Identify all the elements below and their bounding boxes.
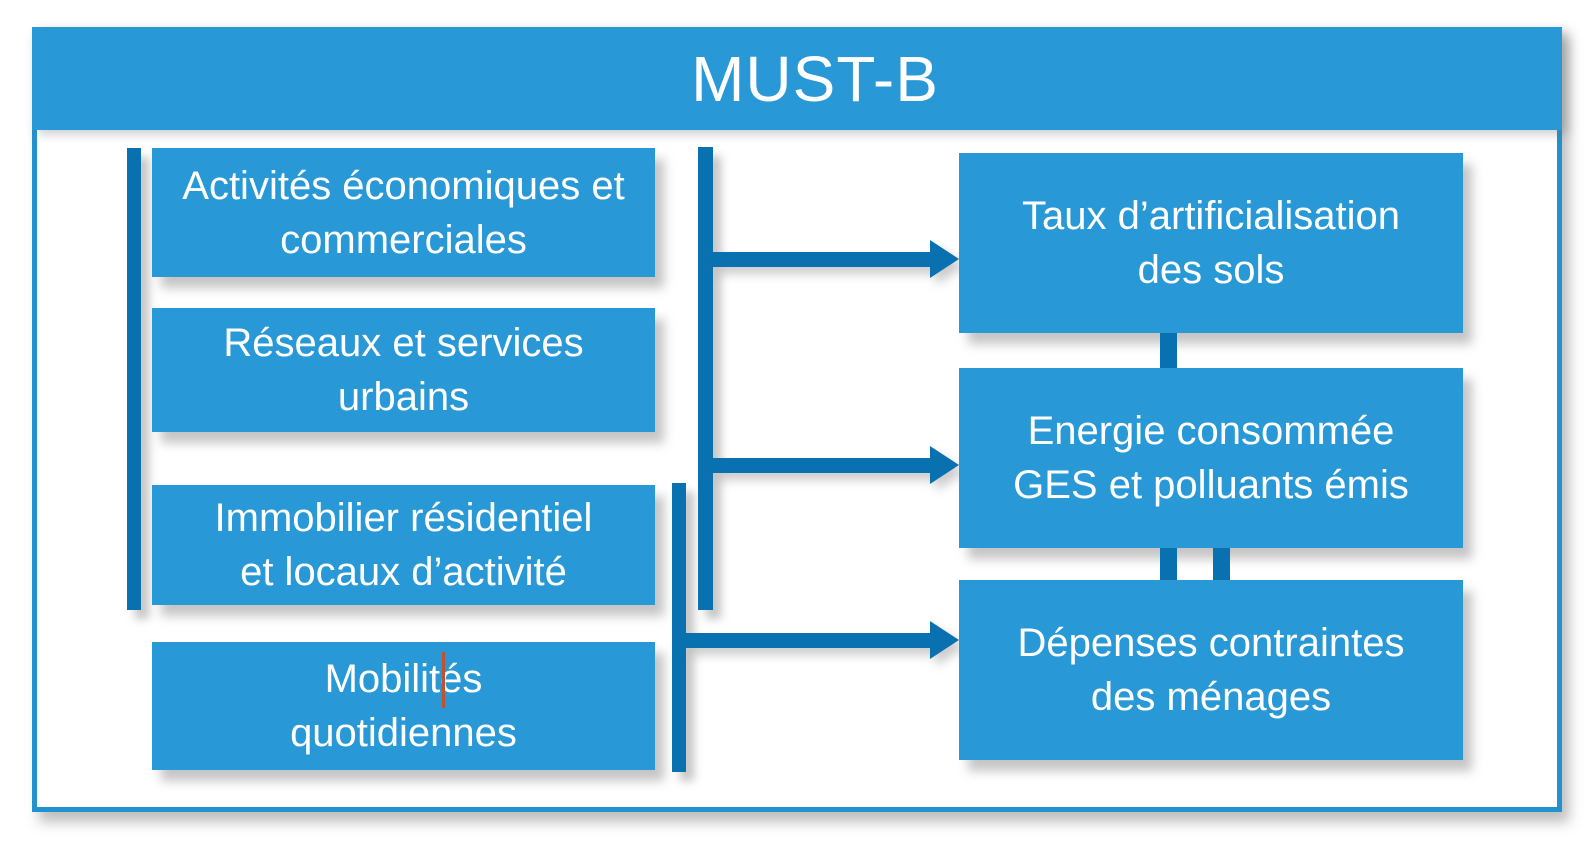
node-mobilites-quotidiennes: Mobilités quotidiennes (152, 642, 655, 770)
node-depenses-contraintes: Dépenses contraintes des ménages (959, 580, 1463, 760)
node-activites-economiques: Activités économiques et commerciales (152, 148, 655, 277)
text-cursor-artifact (442, 652, 445, 708)
node-text-line: commerciales (280, 217, 527, 262)
node-text-line: quotidiennes (290, 711, 517, 755)
left-collector-bar (127, 148, 141, 610)
arrow-shaft (686, 633, 930, 648)
arrow-shaft (713, 252, 930, 267)
node-taux-artificialisation: Taux d’artificialisation des sols (959, 153, 1463, 333)
node-text-line: Immobilier résidentiel (214, 496, 593, 540)
node-text-line: Mobilités (324, 657, 483, 701)
connector-taux-to-energie (1160, 333, 1177, 368)
node-immobilier-residentiel: Immobilier résidentiel et locaux d’activ… (152, 485, 655, 605)
connector-energie-to-depenses-left (1160, 548, 1177, 580)
arrow-shaft (713, 458, 930, 473)
arrow-to-depenses-contraintes-icon (686, 621, 959, 660)
arrow-to-energie-consommee-icon (713, 446, 959, 485)
node-text-line: urbains (337, 375, 470, 419)
node-text-line: Réseaux et services (223, 321, 584, 365)
node-energie-consommee: Energie consommée GES et polluants émis (959, 368, 1463, 548)
node-text-line: GES et polluants émis (1013, 463, 1409, 507)
node-text-line: des ménages (1090, 675, 1332, 719)
node-reseaux-services: Réseaux et services urbains (152, 308, 655, 432)
node-text-line: Taux d’artificialisation (1022, 194, 1400, 238)
node-text-line: des sols (1137, 248, 1285, 292)
arrow-head (930, 621, 959, 659)
diagram-header: MUST-B (32, 27, 1562, 130)
diagram-title: MUST-B (691, 42, 939, 115)
arrow-to-taux-artificialisation-icon (713, 240, 959, 279)
arrow-head (930, 446, 959, 484)
middle-collector-bar-lower (672, 483, 686, 772)
node-text-line: Dépenses contraintes (1017, 621, 1405, 665)
connector-energie-to-depenses-right (1213, 548, 1230, 580)
node-text-line: Energie consommée (1027, 409, 1395, 453)
node-text-line: et locaux d’activité (240, 550, 567, 594)
middle-collector-bar-upper (698, 147, 713, 610)
arrow-head (930, 240, 959, 278)
node-text-line: Activités économiques et (182, 163, 625, 208)
